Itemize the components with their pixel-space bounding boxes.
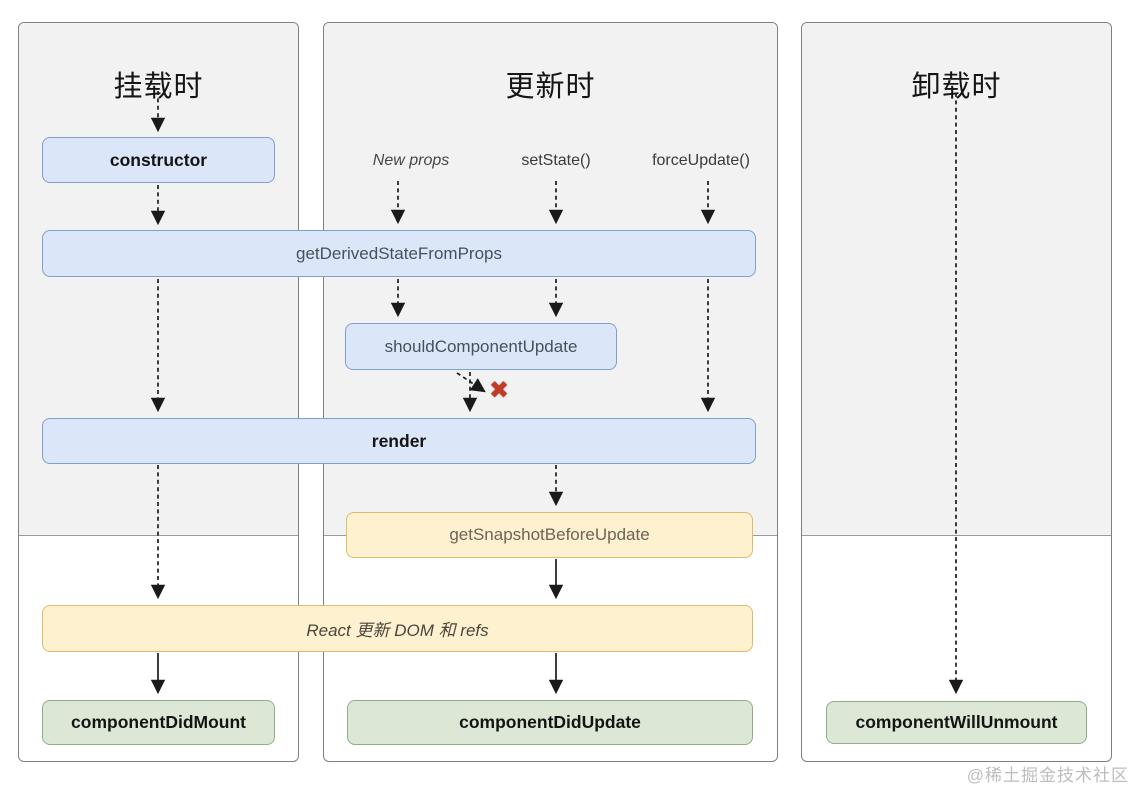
trigger-new-props: New props — [372, 152, 450, 169]
box-component-did-mount: componentDidMount — [42, 700, 275, 745]
box-get-snapshot-before-update: getSnapshotBeforeUpdate — [346, 512, 753, 558]
column-unmounting-title: 卸载时 — [911, 71, 1002, 103]
box-get-derived-state-from-props: getDerivedStateFromProps — [42, 230, 756, 277]
box-component-did-update: componentDidUpdate — [347, 700, 753, 745]
column-updating-title: 更新时 — [505, 71, 596, 103]
column-mounting-title: 挂载时 — [113, 71, 204, 103]
arrow-scu-false-branch — [456, 372, 486, 393]
box-constructor: constructor — [42, 137, 275, 183]
box-render: render — [42, 418, 756, 464]
box-react-updates-dom: React 更新 DOM 和 refs — [42, 605, 753, 652]
trigger-force-update: forceUpdate() — [652, 152, 750, 169]
skip-render-cross-icon: ✖ — [489, 377, 510, 404]
watermark: @稀土掘金技术社区 — [966, 766, 1129, 785]
box-should-component-update: shouldComponentUpdate — [345, 323, 617, 370]
box-component-will-unmount: componentWillUnmount — [826, 701, 1087, 744]
trigger-set-state: setState() — [521, 152, 591, 169]
